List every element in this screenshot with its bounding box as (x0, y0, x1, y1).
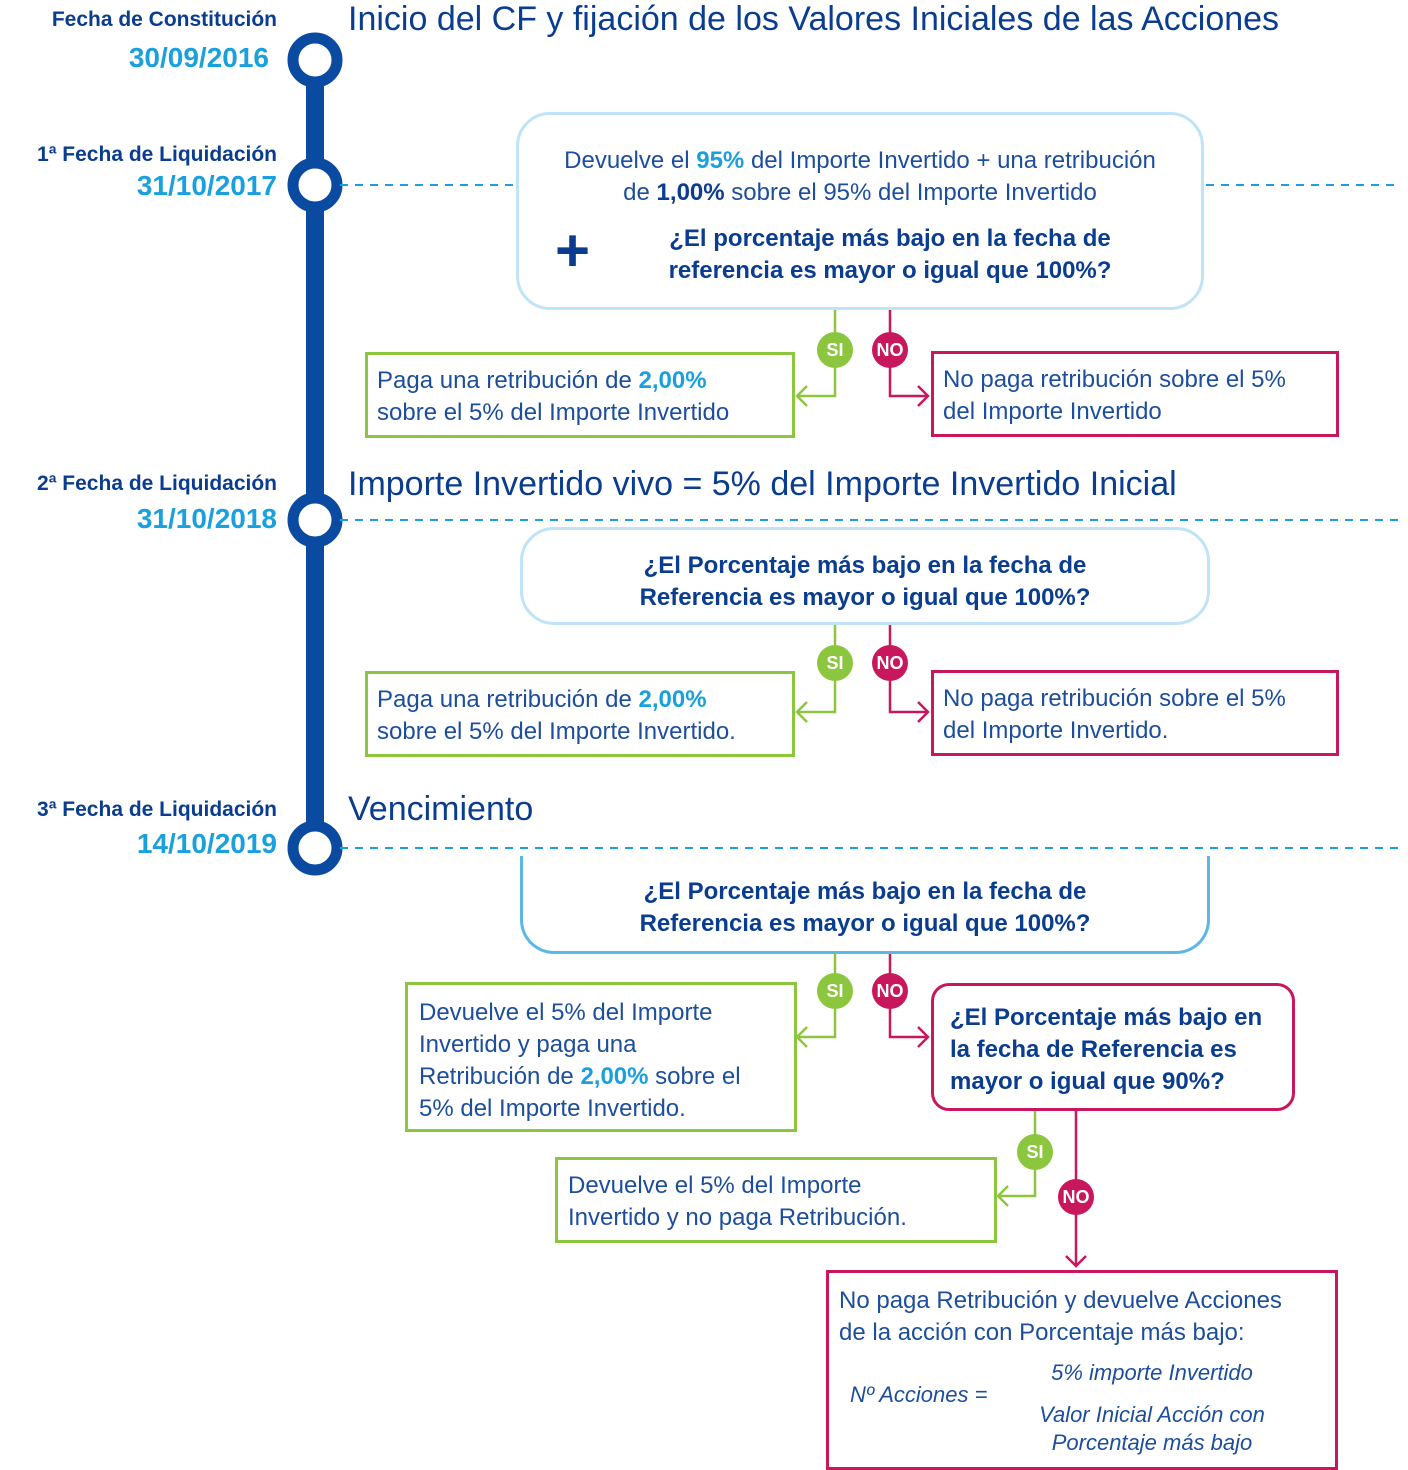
step1-line-a: Devuelve el 95% del Importe Invertido + … (564, 147, 1156, 174)
timeline-bar (306, 60, 324, 850)
step3-si-badge: SI (817, 973, 853, 1009)
timeline-label-2: 2ª Fecha de Liquidación (37, 472, 277, 495)
step2-yes-box: Paga una retribución de 2,00% sobre el 5… (365, 671, 795, 757)
step3b-yes-box: Devuelve el 5% del Importe Invertido y n… (555, 1157, 997, 1243)
step1-line-b: de 1,00% sobre el 95% del Importe Invert… (623, 179, 1097, 206)
heading-importe-vivo: Importe Invertido vivo = 5% del Importe … (348, 465, 1177, 503)
timeline-label-1: 1ª Fecha de Liquidación (37, 143, 277, 166)
formula-numerator: 5% importe Invertido (1051, 1360, 1253, 1385)
step3-question-a: ¿El Porcentaje más bajo en la fecha de (643, 878, 1087, 905)
step1-no-box: No paga retribución sobre el 5% del Impo… (931, 351, 1339, 437)
step2-no-badge: NO (872, 645, 908, 681)
step3b-question-box: ¿El Porcentaje más bajo en la fecha de R… (931, 983, 1295, 1111)
step3-yes-box: Devuelve el 5% del Importe Invertido y p… (405, 982, 797, 1132)
step1-yes-box: Paga una retribución de 2,00% sobre el 5… (365, 352, 795, 438)
step2-question-b: Referencia es mayor o igual que 100%? (639, 584, 1091, 611)
step3-no-badge: NO (872, 973, 908, 1009)
step3b-yes-line-b: Invertido y no paga Retribución. (568, 1204, 907, 1231)
step2-no-line-b: del Importe Invertido. (943, 717, 1169, 744)
step1-question-box: Devuelve el 95% del Importe Invertido + … (516, 112, 1204, 310)
step2-question-box: ¿El Porcentaje más bajo en la fecha de R… (520, 527, 1210, 625)
timeline-label-3: 3ª Fecha de Liquidación (37, 798, 277, 821)
step3-question-box: ¿El Porcentaje más bajo en la fecha de R… (520, 856, 1210, 954)
step3b-no-badge: NO (1058, 1179, 1094, 1215)
timeline-node-2 (287, 492, 343, 548)
step3b-question-a: ¿El Porcentaje más bajo en (950, 1004, 1263, 1031)
step3b-si-badge: SI (1017, 1134, 1053, 1170)
step1-yes-line-a: Paga una retribución de 2,00% (377, 367, 707, 394)
step3-yes-line-d: 5% del Importe Invertido. (419, 1095, 686, 1122)
timeline-date-1: 31/10/2017 (136, 170, 277, 201)
timeline-date-2: 31/10/2018 (136, 503, 277, 534)
timeline-node-1 (287, 157, 343, 213)
step1-no-badge: NO (872, 332, 908, 368)
plus-icon: + (555, 217, 591, 284)
step2-si-badge: SI (817, 645, 853, 681)
step3-yes-line-c: Retribución de 2,00% sobre el (419, 1063, 741, 1090)
step3-yes-line-a: Devuelve el 5% del Importe (419, 999, 713, 1026)
step3-question-b: Referencia es mayor o igual que 100%? (639, 910, 1091, 937)
timeline-date-0: 30/09/2016 (128, 42, 269, 73)
step3b-yes-line-a: Devuelve el 5% del Importe (568, 1172, 862, 1199)
timeline-date-3: 14/10/2019 (136, 828, 277, 859)
step1-question-a: ¿El porcentaje más bajo en la fecha de (669, 225, 1111, 252)
step2-no-line-a: No paga retribución sobre el 5% (943, 685, 1286, 712)
formula-denominator-b: Porcentaje más bajo (1051, 1430, 1253, 1455)
final-line-a: No paga Retribución y devuelve Acciones (839, 1287, 1282, 1314)
heading-vencimiento: Vencimiento (348, 790, 534, 828)
timeline-node-3 (287, 820, 343, 876)
step1-no-line-b: del Importe Invertido (943, 398, 1162, 425)
step1-question-b: referencia es mayor o igual que 100%? (668, 257, 1112, 284)
timeline-label-0: Fecha de Constitución (51, 8, 277, 31)
step1-yes-line-b: sobre el 5% del Importe Invertido (377, 399, 730, 426)
heading-inicio: Inicio del CF y fijación de los Valores … (348, 0, 1280, 38)
formula-denominator-a: Valor Inicial Acción con (1039, 1402, 1265, 1427)
step2-yes-line-a: Paga una retribución de 2,00% (377, 686, 707, 713)
step3-yes-line-b: Invertido y paga una (419, 1031, 637, 1058)
step2-yes-line-b: sobre el 5% del Importe Invertido. (377, 718, 736, 745)
timeline-node-0 (287, 32, 343, 88)
step1-si-badge: SI (817, 332, 853, 368)
step1-no-line-a: No paga retribución sobre el 5% (943, 366, 1286, 393)
step2-question-a: ¿El Porcentaje más bajo en la fecha de (643, 552, 1087, 579)
step2-no-box: No paga retribución sobre el 5% del Impo… (931, 670, 1339, 756)
final-line-b: de la acción con Porcentaje más bajo: (839, 1319, 1245, 1346)
step3b-question-c: mayor o igual que 90%? (950, 1068, 1225, 1095)
step3b-question-b: la fecha de Referencia es (950, 1036, 1237, 1063)
formula-lhs: Nº Acciones = (850, 1382, 988, 1407)
